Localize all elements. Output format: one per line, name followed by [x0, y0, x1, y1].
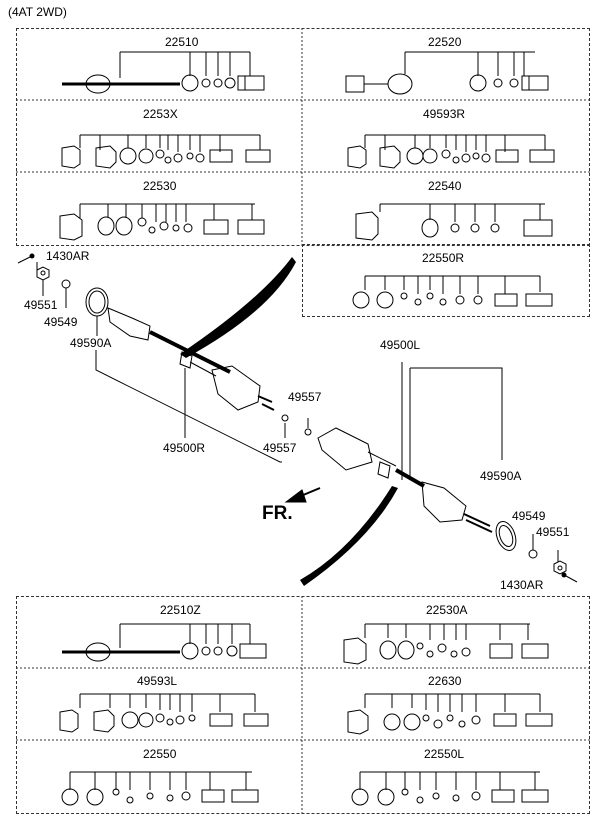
callout-49551-right[interactable]: 49551 — [536, 525, 570, 539]
part-label-22540[interactable]: 22540 — [428, 179, 462, 193]
front-direction-label: FR. — [262, 503, 293, 524]
part-label-49593l[interactable]: 49593L — [137, 674, 178, 688]
part-label-22510[interactable]: 22510 — [165, 35, 199, 49]
callout-49557-left-b[interactable]: 49557 — [263, 441, 297, 455]
part-label-22530[interactable]: 22530 — [143, 179, 177, 193]
callout-49551-left[interactable]: 49551 — [24, 298, 58, 312]
part-label-22550r[interactable]: 22550R — [422, 251, 465, 265]
section-curve-lower — [300, 486, 398, 586]
grid-top-row4 — [302, 244, 590, 317]
callout-49549-right[interactable]: 49549 — [512, 509, 546, 523]
callout-49590a-right[interactable]: 49590A — [480, 469, 522, 483]
part-label-22630[interactable]: 22630 — [428, 674, 462, 688]
part-label-22530a[interactable]: 22530A — [426, 603, 468, 617]
section-curve-upper — [180, 257, 296, 358]
callout-49500l[interactable]: 49500L — [380, 338, 421, 352]
callout-49590a-left[interactable]: 49590A — [70, 336, 112, 350]
part-label-22550[interactable]: 22550 — [143, 747, 177, 761]
callout-49500r[interactable]: 49500R — [163, 441, 206, 455]
diagram-title: (4AT 2WD) — [8, 5, 67, 19]
part-label-22510z[interactable]: 22510Z — [160, 603, 201, 617]
callout-1430ar-right[interactable]: 1430AR — [500, 578, 544, 592]
callout-49549-left[interactable]: 49549 — [44, 315, 78, 329]
grid-bottom — [16, 596, 590, 814]
part-label-2253x[interactable]: 2253X — [143, 107, 178, 121]
part-label-22520[interactable]: 22520 — [428, 35, 462, 49]
part-label-49593r[interactable]: 49593R — [423, 107, 466, 121]
callout-1430ar-left[interactable]: 1430AR — [46, 249, 90, 263]
part-label-22550l[interactable]: 22550L — [424, 747, 465, 761]
grid-top — [16, 28, 590, 246]
callout-49557-left-a[interactable]: 49557 — [288, 390, 322, 404]
